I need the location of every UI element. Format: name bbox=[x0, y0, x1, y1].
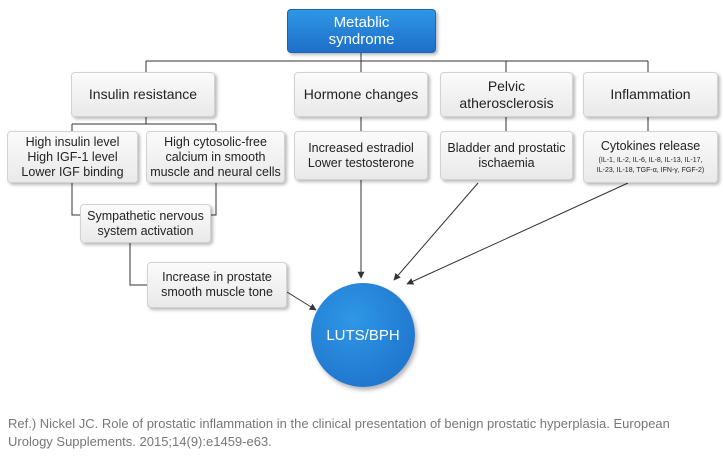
luts-bph-circle: LUTS/BPH bbox=[311, 283, 415, 387]
hormone-changes-label: Hormone changes bbox=[303, 86, 419, 103]
prostate-tone-box: Increase in prostate smooth muscle tone bbox=[147, 262, 287, 308]
connectors bbox=[71, 53, 649, 311]
cytokines-box: Cytokines release (IL-1, IL-2, IL-6, IL-… bbox=[583, 131, 718, 183]
connector-calcium-to-sympathetic bbox=[211, 183, 217, 216]
connector-igf-to-sympathetic bbox=[71, 183, 80, 216]
inflammation-label: Inflammation bbox=[610, 86, 691, 103]
sympathetic-box: Sympathetic nervous system activation bbox=[80, 204, 211, 243]
insulin-igf-box: High insulin level High IGF-1 level Lowe… bbox=[7, 131, 138, 183]
luts-bph-label: LUTS/BPH bbox=[326, 326, 400, 344]
metabolic-syndrome-label: Metablic syndrome bbox=[328, 13, 395, 48]
hormone-changes-box: Hormone changes bbox=[294, 72, 428, 117]
inflammation-box: Inflammation bbox=[583, 72, 718, 117]
pelvic-detail-box: Bladder and prostatic ischaemia bbox=[440, 131, 573, 180]
pelvic-atherosclerosis-label: Pelvic atherosclerosis bbox=[459, 77, 554, 111]
cytokines-list: (IL-1, IL-2, IL-6, IL-8, IL-13, IL-17, I… bbox=[596, 157, 705, 174]
sympathetic-label: Sympathetic nervous system activation bbox=[87, 208, 204, 238]
reference-text: Ref.) Nickel JC. Role of prostatic infla… bbox=[8, 416, 670, 450]
arrow-tone-to-luts bbox=[286, 291, 317, 311]
arrow-inflammation-to-luts bbox=[406, 182, 629, 285]
hormone-detail-box: Increased estradiol Lower testosterone bbox=[294, 131, 428, 180]
calcium-label: High cytosolic-free calcium in smooth mu… bbox=[150, 134, 281, 179]
connector-sympathetic-to-tone bbox=[129, 243, 147, 286]
insulin-resistance-box: Insulin resistance bbox=[71, 72, 215, 117]
cytokines-title: Cytokines release bbox=[600, 139, 701, 154]
prostate-tone-label: Increase in prostate smooth muscle tone bbox=[161, 270, 273, 299]
calcium-box: High cytosolic-free calcium in smooth mu… bbox=[146, 131, 285, 183]
hormone-detail-label: Increased estradiol Lower testosterone bbox=[307, 140, 415, 170]
metabolic-syndrome-box: Metablic syndrome bbox=[287, 9, 436, 53]
metabolic-syndrome-diagram: Metablic syndrome Insulin resistance Hor… bbox=[7, 9, 718, 387]
pelvic-atherosclerosis-box: Pelvic atherosclerosis bbox=[440, 72, 573, 117]
insulin-resistance-label: Insulin resistance bbox=[88, 86, 198, 103]
arrow-pelvic-to-luts bbox=[393, 182, 479, 281]
pelvic-detail-label: Bladder and prostatic ischaemia bbox=[447, 140, 566, 170]
insulin-igf-label: High insulin level High IGF-1 level Lowe… bbox=[21, 134, 124, 179]
